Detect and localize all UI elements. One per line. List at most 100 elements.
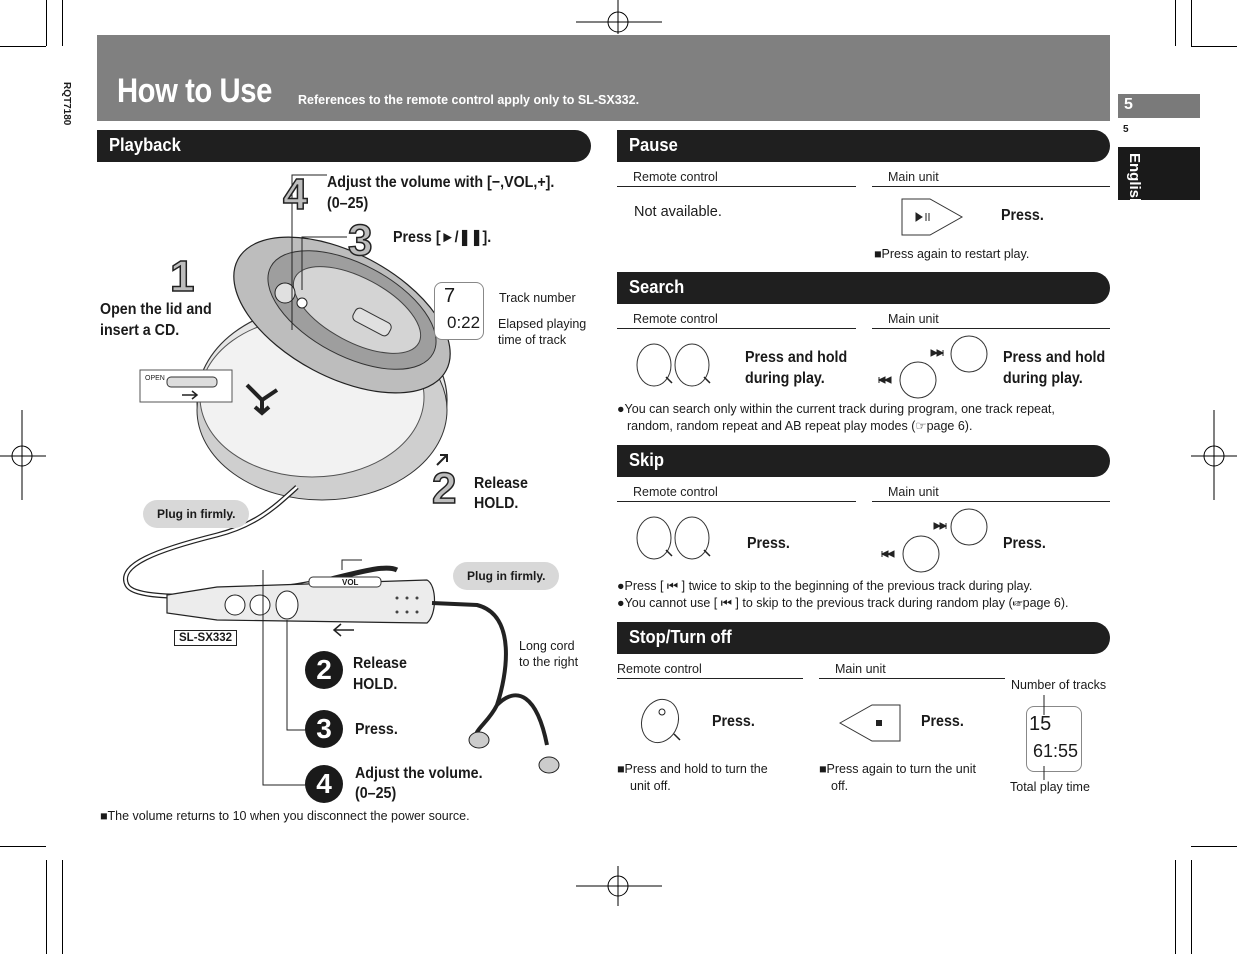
step-2-text-line2: HOLD. xyxy=(474,495,519,512)
callout-line xyxy=(1043,695,1045,715)
plug-firmly-callout: Plug in firmly. xyxy=(143,500,250,528)
open-label: OPEN xyxy=(145,375,165,382)
section-heading: Stop/Turn off xyxy=(629,627,732,647)
document-id: RQT7180 xyxy=(61,82,72,126)
page-subtitle: References to the remote control apply o… xyxy=(298,93,640,107)
step-3-number: 3 xyxy=(347,215,373,266)
crop-mark xyxy=(0,46,46,47)
skip-note-line1: ●Press [ ⏮ ] twice to skip to the beginn… xyxy=(617,579,1033,593)
crop-mark xyxy=(1175,860,1176,954)
skip-note-line2: ●You cannot use [ ⏮ ] to skip to the pre… xyxy=(617,596,1069,610)
section-bar-playback: Playback xyxy=(97,130,591,162)
track-number-label: Track number xyxy=(499,291,576,305)
crop-mark xyxy=(1175,0,1176,46)
section-bar-skip: Skip xyxy=(617,445,1110,477)
remote-step-2-line1: Release xyxy=(353,655,407,672)
stop-remote-note-line1: ■Press and hold to turn the xyxy=(617,762,768,776)
number-of-tracks-label: Number of tracks xyxy=(1011,678,1107,692)
step-1-text-line1: Open the lid and xyxy=(100,301,212,318)
skip-remote-text: Press. xyxy=(747,535,790,552)
crop-mark xyxy=(46,860,47,954)
cord-label-line2: to the right xyxy=(519,655,579,669)
step-4-text-line2: (0–25) xyxy=(327,195,369,212)
cord-label-line1: Long cord xyxy=(519,639,575,653)
main-unit-column-header: Main unit xyxy=(872,312,1110,329)
stop-main-note-line2: off. xyxy=(831,779,849,793)
remote-control-column-header: Remote control xyxy=(617,170,856,187)
play-pause-button-icon xyxy=(901,198,964,236)
pause-note: ■Press again to restart play. xyxy=(874,247,1030,261)
language-label: English xyxy=(1126,153,1143,208)
page-number: 5 xyxy=(1124,96,1133,113)
step-4-number: 4 xyxy=(282,169,308,220)
search-remote-text-line1: Press and hold xyxy=(745,349,848,366)
page-number-tab: 5 xyxy=(1118,94,1200,118)
section-heading: Playback xyxy=(109,135,181,155)
lcd-display: 7 0:22 xyxy=(434,282,484,340)
section-bar-search: Search xyxy=(617,272,1110,304)
search-note-line2: random, random repeat and AB repeat play… xyxy=(627,419,973,433)
step-4-text-line1: Adjust the volume with [−,VOL,+]. xyxy=(327,174,555,191)
main-unit-column-header: Main unit xyxy=(872,170,1110,187)
remote-control-column-header: Remote control xyxy=(617,662,803,679)
lcd-track-count: 15 xyxy=(1029,713,1052,735)
step-1-number: 1 xyxy=(169,251,195,302)
elapsed-label-line2: time of track xyxy=(498,333,567,347)
section-heading: Skip xyxy=(629,450,664,470)
remote-control-column-header: Remote control xyxy=(617,312,856,329)
remote-step-2-number: 2 xyxy=(305,651,343,689)
language-tab: English xyxy=(1118,147,1200,207)
step-2-number: 2 xyxy=(431,463,457,514)
search-remote-text-line2: during play. xyxy=(745,370,825,387)
pause-remote-text: Not available. xyxy=(634,204,722,220)
search-main-text-line1: Press and hold xyxy=(1003,349,1106,366)
stop-button-icon xyxy=(838,704,901,742)
step-1-text-line2: insert a CD. xyxy=(100,322,180,339)
remote-control-column-header: Remote control xyxy=(617,485,856,502)
stop-main-note-line1: ■Press again to turn the unit xyxy=(819,762,976,776)
step-2-text-line1: Release xyxy=(474,475,528,492)
playback-footnote: ■The volume returns to 10 when you disco… xyxy=(100,809,470,823)
crop-mark xyxy=(62,860,63,954)
plug-firmly-callout: Plug in firmly. xyxy=(453,562,560,590)
remote-skip-buttons-icon xyxy=(636,343,711,387)
stop-main-text: Press. xyxy=(921,713,964,730)
crop-mark xyxy=(0,846,46,847)
cd-player-illustration xyxy=(123,174,560,786)
main-skip-buttons-icon xyxy=(877,335,988,399)
remote-skip-buttons-icon xyxy=(636,516,711,560)
page-title: How to Use xyxy=(117,72,272,110)
main-skip-buttons-icon xyxy=(880,508,988,573)
remote-step-4-number: 4 xyxy=(305,765,343,803)
step-3-text: Press [►/❚❚]. xyxy=(393,229,492,246)
crop-mark xyxy=(1191,46,1237,47)
lcd-display: 15 61:55 xyxy=(1026,706,1082,772)
model-label: SL-SX332 xyxy=(174,630,238,646)
remote-step-3-number: 3 xyxy=(305,710,343,748)
section-heading: Search xyxy=(629,277,685,297)
callout-line xyxy=(1043,766,1045,780)
stop-remote-text: Press. xyxy=(712,713,755,730)
header-banner xyxy=(97,35,1110,121)
page-number-small: 5 xyxy=(1123,124,1129,135)
remote-step-3-text: Press. xyxy=(355,721,398,738)
remote-stop-button-icon xyxy=(640,698,681,744)
main-unit-column-header: Main unit xyxy=(819,662,1005,679)
crop-mark xyxy=(1191,846,1237,847)
vol-label: VOL xyxy=(342,578,359,587)
total-play-time-label: Total play time xyxy=(1010,780,1090,794)
lcd-elapsed-time: 0:22 xyxy=(447,313,481,332)
remote-step-4-line1: Adjust the volume. xyxy=(355,765,483,782)
remote-step-4-line2: (0–25) xyxy=(355,785,397,802)
pause-main-text: Press. xyxy=(1001,207,1044,224)
remote-step-2-line2: HOLD. xyxy=(353,676,398,693)
section-bar-pause: Pause xyxy=(617,130,1110,162)
lcd-total-time: 61:55 xyxy=(1033,741,1079,761)
skip-main-text: Press. xyxy=(1003,535,1046,552)
section-bar-stop: Stop/Turn off xyxy=(617,622,1110,654)
crop-mark xyxy=(1191,0,1192,46)
search-main-text-line2: during play. xyxy=(1003,370,1083,387)
crop-mark xyxy=(62,0,63,46)
section-heading: Pause xyxy=(629,135,678,155)
